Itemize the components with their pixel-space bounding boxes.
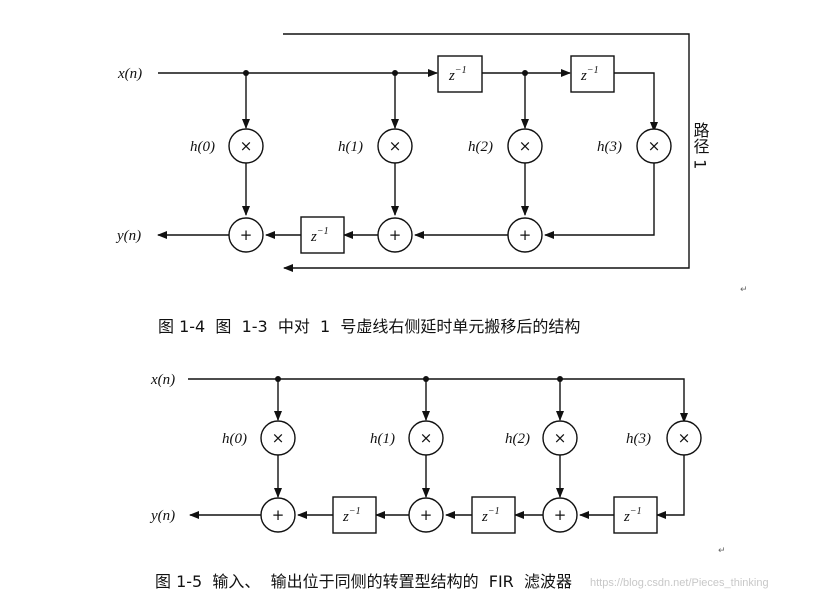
figure-1-5: x(n) × × × × h(0) h(1) h(2) h(3)	[149, 372, 769, 591]
fig2-adder-0: +	[260, 497, 296, 533]
svg-text:+: +	[389, 226, 402, 244]
fig2-multiplier-3: ×	[666, 420, 702, 456]
fig2-adder-1: +	[408, 497, 444, 533]
fig2-multiplier-0: ×	[260, 420, 296, 456]
fig1-multiplier-2: ×	[507, 128, 543, 164]
svg-text:z−1: z−1	[448, 65, 467, 84]
fig2-multiplier-1: ×	[408, 420, 444, 456]
svg-text:×: ×	[678, 429, 691, 447]
fig1-coeff-h2: h(2)	[468, 139, 493, 155]
fig2-delay-2: z−1	[471, 496, 516, 534]
fig1-adder-2: +	[507, 217, 543, 253]
fig1-multiplier-3: ×	[636, 128, 672, 164]
path-1-frame-line	[283, 33, 690, 272]
fig2-input-label: x(n)	[150, 372, 175, 388]
watermark: https://blog.csdn.net/Pieces_thinking	[590, 577, 769, 589]
svg-text:z−1: z−1	[623, 506, 642, 525]
path-1-label: 路径 1	[691, 122, 710, 169]
fig2-output-label: y(n)	[149, 508, 175, 524]
svg-text:+: +	[272, 506, 285, 524]
fig2-coeff-h0: h(0)	[222, 431, 247, 447]
svg-text:×: ×	[519, 137, 532, 155]
fig2-coeff-h2: h(2)	[505, 431, 530, 447]
svg-text:+: +	[240, 226, 253, 244]
svg-text:z−1: z−1	[481, 506, 500, 525]
fig1-input-label: x(n)	[117, 66, 142, 82]
fig1-multiplier-0: ×	[228, 128, 264, 164]
fig1-top-delay-1: z−1	[437, 55, 483, 93]
svg-text:z−1: z−1	[310, 226, 329, 245]
fig2-caption: 图 1-5 输入、 输出位于同侧的转置型结构的 FIR 滤波器	[155, 572, 572, 591]
svg-text:+: +	[420, 506, 433, 524]
figure-1-4: 路径 1 x(n) z−1 z−1 × ×	[115, 33, 748, 336]
fig1-adder-0: +	[228, 217, 264, 253]
svg-text:+: +	[519, 226, 532, 244]
fig2-mul-add-wire-3	[656, 455, 685, 519]
svg-text:+: +	[554, 506, 567, 524]
paragraph-mark-1: ↵	[740, 285, 748, 295]
fig2-multiplier-2: ×	[542, 420, 578, 456]
fig2-coeff-h3: h(3)	[626, 431, 651, 447]
fig1-multiplier-1: ×	[377, 128, 413, 164]
fig1-top-delay-2: z−1	[570, 55, 615, 93]
svg-text:×: ×	[554, 429, 567, 447]
fig2-delay-1: z−1	[332, 496, 377, 534]
svg-text:×: ×	[240, 137, 253, 155]
fig1-coeff-h3: h(3)	[597, 139, 622, 155]
fig1-caption: 图 1-4 图 1-3 中对 1 号虚线右侧延时单元搬移后的结构	[158, 317, 580, 336]
svg-text:×: ×	[389, 137, 402, 155]
fig1-mul-add-wire-3	[544, 163, 655, 239]
fig1-adder-1: +	[377, 217, 413, 253]
fig2-adder-2: +	[542, 497, 578, 533]
fig1-coeff-h1: h(1)	[338, 139, 363, 155]
fig1-output-label: y(n)	[115, 228, 141, 244]
svg-text:×: ×	[648, 137, 661, 155]
fig1-input-wire-c	[614, 72, 658, 132]
svg-text:z−1: z−1	[342, 506, 361, 525]
svg-text:×: ×	[420, 429, 433, 447]
fig1-coeff-h0: h(0)	[190, 139, 215, 155]
fig2-input-wire	[188, 378, 688, 423]
fig2-delay-3: z−1	[613, 496, 658, 534]
fig1-bottom-delay: z−1	[300, 216, 345, 254]
fig2-coeff-h1: h(1)	[370, 431, 395, 447]
paragraph-mark-2: ↵	[718, 546, 726, 556]
svg-text:×: ×	[272, 429, 285, 447]
svg-text:z−1: z−1	[580, 65, 599, 84]
